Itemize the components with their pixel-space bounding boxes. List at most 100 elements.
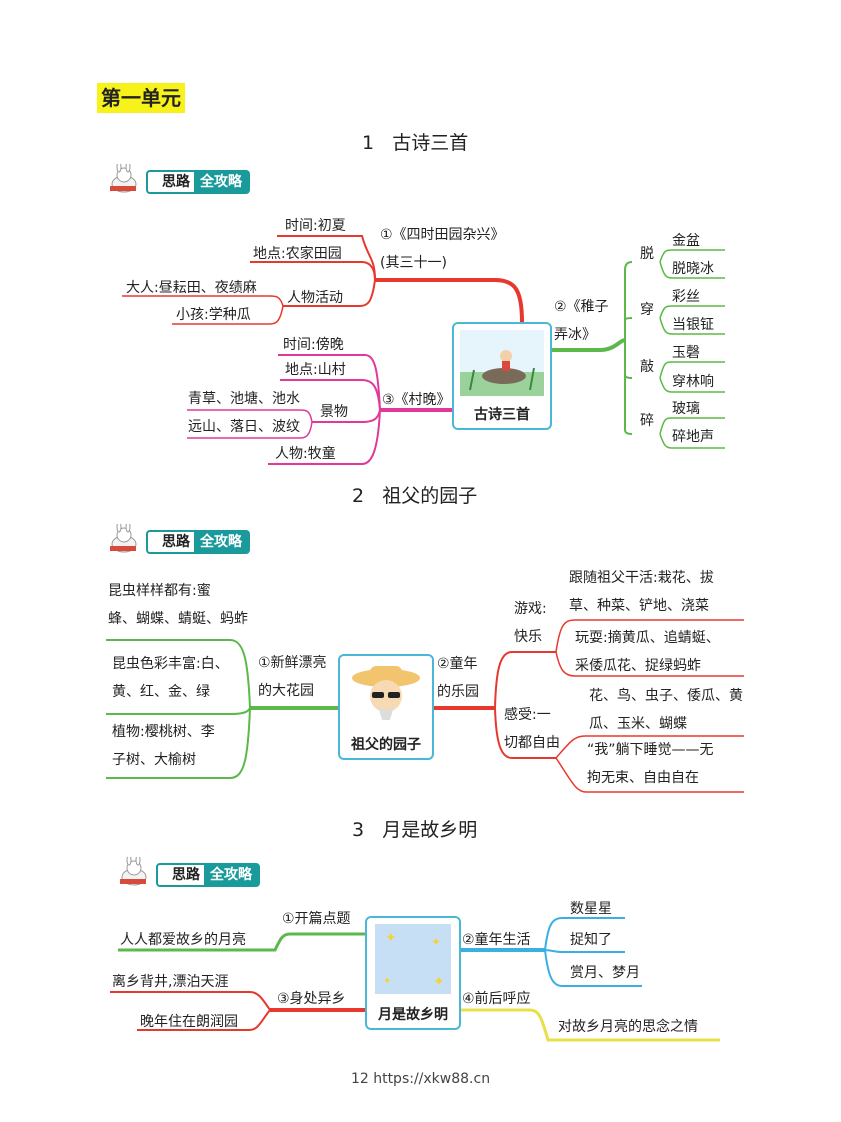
l2-b2-sub1-subtitle: 快乐: [514, 629, 542, 645]
l1-b2-item: 碎地声: [672, 429, 714, 445]
moon-and-stars-illustration: ✦ ✦ ✦ ✦: [375, 924, 451, 994]
lesson-3-number: 3: [352, 819, 365, 841]
l1-b3-item: 地点:山村: [285, 362, 346, 378]
lesson-1-number: 1: [362, 132, 375, 154]
l1-b2-item: 金盆: [672, 233, 700, 249]
svg-text:✦: ✦: [433, 974, 445, 990]
l2-b2-sub2-item: 花、鸟、虫子、倭瓜、黄: [589, 688, 743, 704]
l1-b2-verb: 脱: [640, 246, 654, 262]
l3-b2-item: 赏月、梦月: [570, 965, 640, 981]
l3-b3-item: 晚年住在朗润园: [140, 1014, 238, 1030]
l2-b2-sub2-item: “我”躺下睡觉——无: [587, 742, 714, 758]
badge-text-1: 思路: [162, 174, 190, 190]
l1-b3-item: 青草、池塘、池水: [188, 391, 300, 407]
lesson-1-center-node: 古诗三首: [452, 322, 552, 430]
l1-b2-item: 当银钲: [672, 317, 714, 333]
l1-b3-item: 远山、落日、波纹: [188, 419, 300, 435]
l1-b3-item: 时间:傍晚: [283, 337, 344, 353]
l2-b1-item: 蜂、蝴蝶、蜻蜓、蚂蚱: [108, 611, 248, 627]
l2-b2-sub1-item: 玩耍:摘黄瓜、追蜻蜓、: [575, 630, 720, 646]
lesson-2-branch-1-subtitle: 的大花园: [258, 683, 314, 699]
l1-b2-item: 玻璃: [672, 401, 700, 417]
l1-b1-item: 时间:初夏: [285, 218, 346, 234]
l2-b2-sub1-item: 草、种菜、铲地、浇菜: [569, 598, 709, 614]
lesson-1-title: 1 古诗三首: [362, 128, 468, 155]
strategy-badge-1: 思路全攻略: [106, 164, 276, 194]
rabbit-reading-icon: [110, 164, 137, 193]
page-footer: 12 https://xkw88.cn: [350, 1071, 491, 1087]
strategy-badge-2: 思路全攻略: [106, 524, 276, 554]
l2-b1-item: 植物:樱桃树、李: [112, 724, 215, 740]
lesson-1-branch-2-title: ②《稚子: [554, 299, 609, 315]
l3-b4-item: 对故乡月亮的思念之情: [558, 1019, 698, 1035]
badge-text-1: 思路: [162, 534, 190, 550]
l1-b2-verb: 碎: [640, 413, 654, 429]
l1-b1-item: 地点:农家田园: [253, 246, 342, 262]
l1-b2-item: 彩丝: [672, 289, 700, 305]
lesson-1-branch-1-subtitle: (其三十一): [380, 255, 447, 271]
lesson-1-branch-1-title: ①《四时田园杂兴》: [380, 227, 505, 243]
l1-b2-verb: 敲: [640, 359, 654, 375]
l2-b1-item: 昆虫样样都有:蜜: [108, 583, 211, 599]
l1-b2-verb: 穿: [640, 302, 654, 318]
l3-b2-item: 捉知了: [570, 932, 612, 948]
lesson-3-branch-1-title: ①开篇点题: [282, 911, 351, 927]
lesson-2-branch-1-title: ①新鲜漂亮: [258, 655, 327, 671]
l2-b1-item: 昆虫色彩丰富:白、: [112, 656, 229, 672]
l1-b1-item: 小孩:学种瓜: [176, 307, 251, 323]
lesson-3-branch-3-title: ③身处异乡: [277, 991, 346, 1007]
svg-text:✦: ✦: [385, 930, 397, 946]
lesson-2-title: 2 祖父的园子: [352, 481, 477, 508]
strategy-label: 思路全攻略: [146, 530, 250, 554]
grandfather-illustration: [352, 666, 420, 720]
strategy-badge-3: 思路全攻略: [116, 857, 286, 887]
l1-b2-item: 穿林响: [672, 374, 714, 390]
l3-b3-item: 离乡背井,漂泊天涯: [112, 974, 229, 990]
lesson-2-branch-2-subtitle: 的乐园: [437, 684, 479, 700]
lesson-1-branch-2-subtitle: 弄冰》: [554, 327, 596, 343]
lesson-1-center-label: 古诗三首: [474, 407, 530, 423]
l2-b1-item: 子树、大榆树: [112, 752, 196, 768]
badge-text-2: 全攻略: [194, 532, 248, 552]
l1-b2-item: 脱晓冰: [672, 261, 714, 277]
badge-text-2: 全攻略: [204, 865, 258, 885]
lesson-3-center-node: ✦ ✦ ✦ ✦ 月是故乡明: [365, 916, 461, 1030]
svg-text:✦: ✦: [383, 976, 391, 987]
l3-b1-item: 人人都爱故乡的月亮: [120, 932, 246, 948]
l2-b2-sub2-item: 瓜、玉米、蝴蝶: [589, 716, 687, 732]
lesson-1-branch-3-title: ③《村晚》: [382, 392, 451, 408]
l2-b2-sub1-title: 游戏:: [514, 601, 547, 617]
lesson-3-title: 3 月是故乡明: [352, 815, 477, 842]
l2-b2-sub1-item: 跟随祖父干活:栽花、拔: [569, 570, 714, 586]
unit-label: 第一单元: [97, 83, 185, 113]
l1-b1-item: 大人:昼耘田、夜绩麻: [126, 280, 257, 296]
child-on-buffalo-illustration: [460, 330, 544, 396]
lesson-2-name: 祖父的园子: [382, 485, 478, 507]
strategy-label: 思路全攻略: [156, 863, 260, 887]
badge-text-2: 全攻略: [194, 172, 248, 192]
lesson-2-center-label: 祖父的园子: [351, 737, 421, 753]
lesson-1-name: 古诗三首: [392, 132, 469, 154]
rabbit-reading-icon: [110, 524, 137, 553]
lesson-3-center-label: 月是故乡明: [378, 1007, 448, 1023]
l2-b2-sub2-item: 拘无束、自由自在: [587, 770, 699, 786]
strategy-label: 思路全攻略: [146, 170, 250, 194]
l1-b3-item: 人物:牧童: [275, 446, 336, 462]
l1-b3-item: 景物: [320, 404, 348, 420]
svg-text:✦: ✦: [431, 935, 441, 949]
l2-b2-sub2-title: 感受:一: [504, 707, 551, 723]
lesson-3-branch-4-title: ④前后呼应: [462, 991, 531, 1007]
l2-b1-item: 黄、红、金、绿: [112, 684, 210, 700]
lesson-3-name: 月是故乡明: [382, 819, 478, 841]
lesson-2-number: 2: [352, 485, 365, 507]
lesson-3-branch-2-title: ②童年生活: [462, 932, 531, 948]
badge-text-1: 思路: [172, 867, 200, 883]
rabbit-reading-icon: [120, 857, 147, 886]
l1-b2-item: 玉磬: [672, 345, 700, 361]
l3-b2-item: 数星星: [570, 901, 612, 917]
l2-b2-sub1-item: 采倭瓜花、捉绿蚂蚱: [575, 658, 701, 674]
l1-b1-item: 人物活动: [287, 290, 343, 306]
